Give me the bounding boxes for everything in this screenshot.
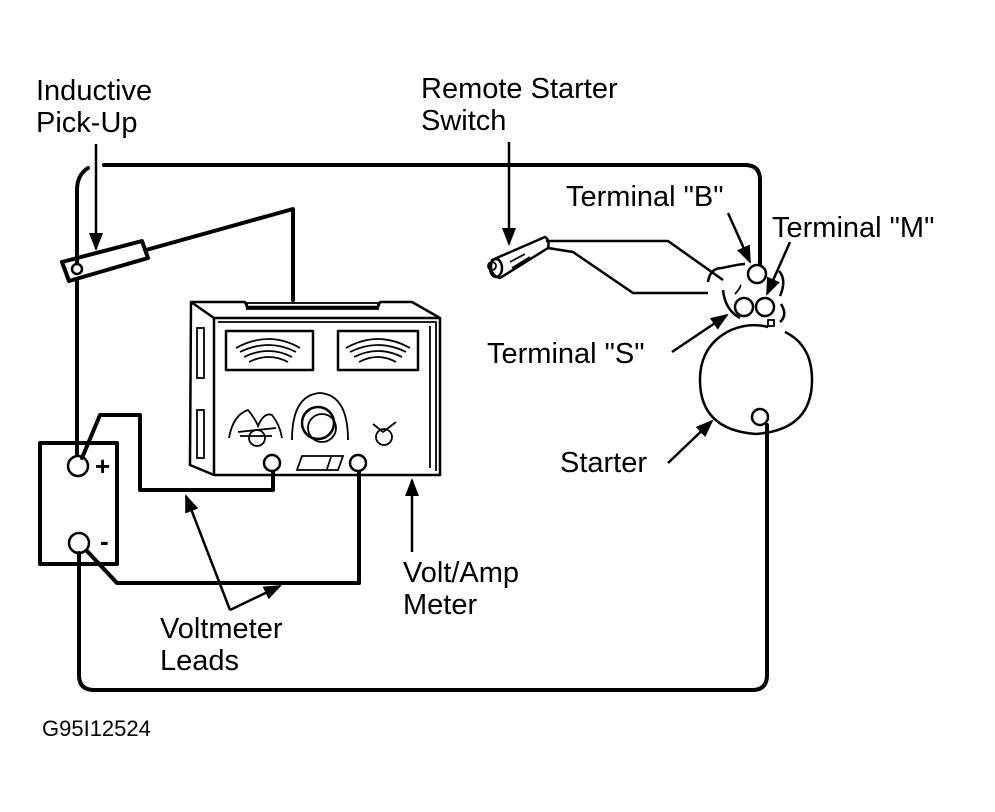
arrow-voltmeter-leads-2	[229, 584, 282, 612]
remote-starter-switch	[487, 235, 724, 295]
voltmeter-lead-positive	[80, 413, 275, 492]
volt-amp-meter	[188, 300, 442, 477]
terminal-s	[733, 296, 755, 318]
battery	[38, 441, 119, 566]
meter-left-jack	[262, 453, 282, 473]
cable-top-hook	[75, 166, 90, 267]
arrow-terminal-s	[671, 313, 729, 354]
label-remote-starter-switch-line2: Switch	[421, 105, 507, 137]
label-inductive-pickup-line1: Inductive	[36, 75, 153, 107]
pickup-lead	[144, 207, 295, 302]
label-terminal-b: Terminal "B"	[566, 181, 724, 213]
battery-negative-symbol: -	[100, 526, 109, 556]
right-gauge	[336, 329, 420, 372]
battery-positive-terminal	[66, 454, 90, 478]
label-inductive-pickup-line2: Pick-Up	[36, 107, 138, 139]
inductive-pickup	[60, 239, 150, 283]
terminal-m	[754, 296, 776, 318]
label-volt-amp-meter-line2: Meter	[403, 589, 478, 621]
figure-id: G95I12524	[42, 716, 151, 741]
voltmeter-lead-negative	[85, 464, 361, 585]
battery-positive-symbol: +	[95, 451, 111, 481]
cable-top	[102, 163, 762, 268]
label-volt-amp-meter-line1: Volt/Amp	[403, 557, 520, 589]
arrow-starter	[667, 419, 714, 464]
starter-ground-terminal	[750, 407, 770, 427]
label-voltmeter-leads-line2: Leads	[160, 645, 240, 677]
label-terminal-s: Terminal "S"	[487, 338, 645, 370]
left-gauge	[224, 329, 315, 372]
starter	[698, 262, 814, 436]
label-starter: Starter	[560, 447, 648, 479]
label-voltmeter-leads-line1: Voltmeter	[160, 613, 283, 645]
meter-right-jack	[348, 453, 368, 473]
arrow-terminal-m	[765, 241, 792, 296]
cable-ground	[77, 423, 769, 692]
arrow-terminal-b	[726, 212, 752, 264]
arrow-voltmeter-leads	[184, 494, 232, 611]
label-remote-starter-switch-line1: Remote Starter	[421, 73, 618, 105]
terminal-b	[746, 263, 768, 285]
label-terminal-m: Terminal "M"	[772, 212, 935, 244]
